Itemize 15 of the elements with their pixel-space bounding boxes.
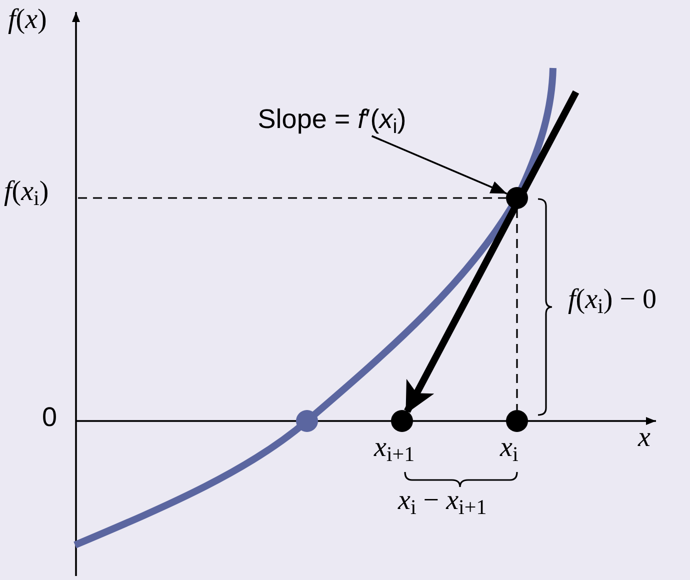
axis-label: f(x$_{i}$) − 0 [568,286,657,314]
tangent-arrow [404,90,580,414]
point [391,410,413,432]
axis-label: f(x$_{i}$) [4,178,49,206]
point [506,410,528,432]
point-label: x$_{i}$ [500,434,518,462]
dashed-line [516,209,518,410]
point-label: x$_{i+1}$ [374,434,415,462]
point [506,187,528,209]
slope-label: Slope = f′(x$_{i}$) [258,102,406,140]
axis-label: x [638,424,650,452]
axis-label: 0 [42,404,58,431]
axis-label: x$_{i}$ − x$_{i+1}$ [398,487,487,515]
axis-label: f(x) [8,6,47,34]
leader-line [371,135,508,194]
